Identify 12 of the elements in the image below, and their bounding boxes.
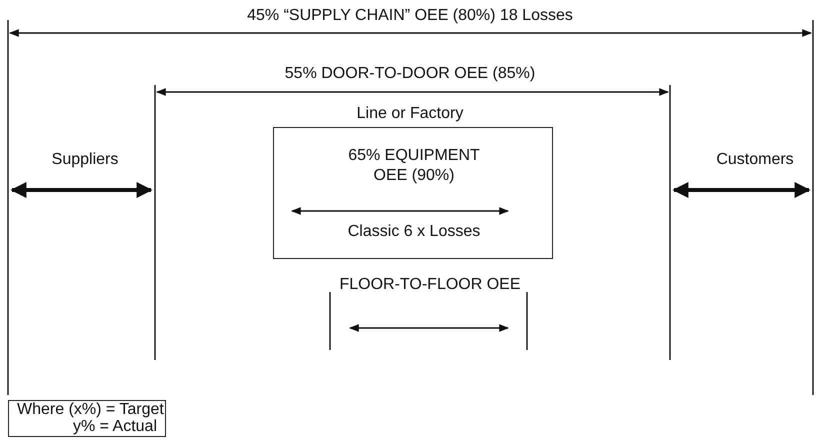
key-box [8,400,166,437]
scope-label: FLOOR-TO-FLOOR OEE [338,275,522,295]
side-label: Customers [715,150,795,170]
side-label: Suppliers [50,150,120,170]
scope-label: Line or Factory [356,104,464,124]
box-note: Classic 6 x Losses [346,222,482,242]
heading-text: 55% DOOR-TO-DOOR OEE (85%) [284,64,536,84]
legend-text: y% = Actual [72,418,158,435]
legend-text: Where (x%) = Target [16,401,165,418]
equipment-box [273,127,553,259]
box-title: 65% EQUIPMENT OEE (90%) [347,146,481,186]
heading-text: 45% “SUPPLY CHAIN” OEE (80%) 18 Losses [246,6,574,26]
